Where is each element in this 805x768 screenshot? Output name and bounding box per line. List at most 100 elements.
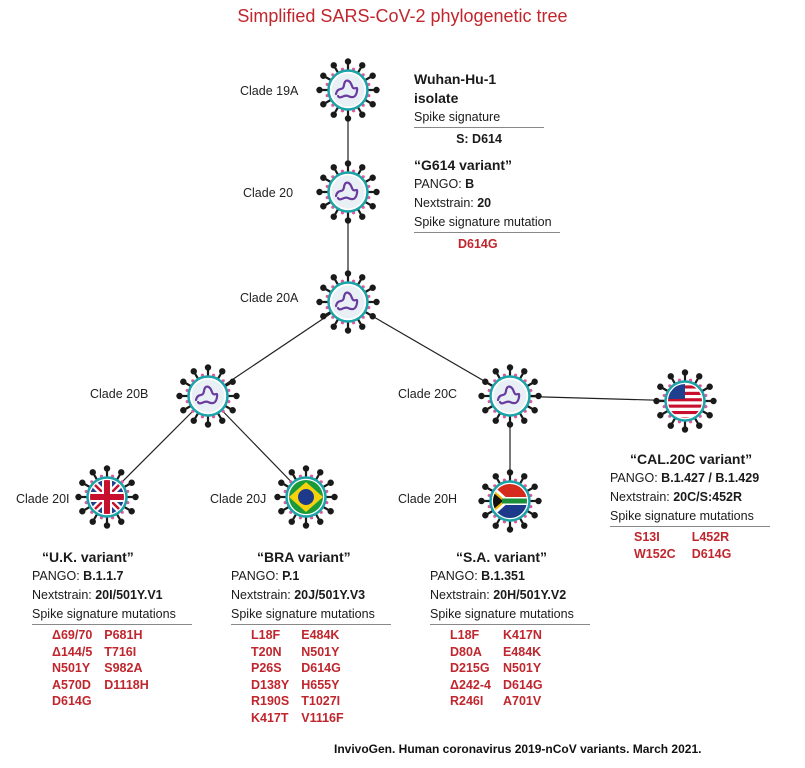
mutation-item: R190S: [251, 694, 290, 708]
mutation-item: W152C: [634, 546, 676, 561]
mutation-column-2: L452R D614G: [692, 529, 732, 562]
source-credit: InvivoGen. Human coronavirus 2019-nCoV v…: [334, 742, 702, 756]
mutation-item: K417N: [502, 628, 542, 642]
signature-label: Spike signature mutations: [231, 607, 375, 621]
mutation-item: S13I: [634, 530, 660, 544]
mutation-item: D215G: [450, 661, 490, 675]
mutation-column-2: E484K N501Y D614G H655Y T1027I V1116F: [301, 627, 343, 726]
mutation-list: S13I W152C L452R D614G: [610, 529, 770, 562]
variant-name: “S.A. variant”: [456, 549, 548, 565]
edge-20B-20J: [207, 395, 307, 498]
clade-label-20A: Clade 20A: [240, 291, 299, 305]
info-uk-variant: “U.K. variant” PANGO: B.1.1.7 Nextstrain…: [32, 548, 192, 710]
mutation-column-1: L18F T20N P26S D138Y R190S K417T: [251, 627, 289, 726]
mutation-item: D614G: [301, 661, 341, 675]
mutation-item: R246I: [450, 694, 484, 708]
signature-label: Spike signature mutations: [610, 509, 754, 523]
mutation-item: N501Y: [52, 661, 91, 675]
pango-row: PANGO: P.1: [231, 569, 300, 583]
nextstrain-row: Nextstrain: 20C/S:452R: [610, 490, 743, 504]
clade-label-19A: Clade 19A: [240, 84, 299, 98]
clade-label-20B: Clade 20B: [90, 387, 149, 401]
mutation-item: S982A: [104, 661, 143, 675]
signature-label: Spike signature mutation: [414, 215, 552, 229]
variant-name: Wuhan-Hu-1 isolate: [414, 71, 497, 106]
signature-label: Spike signature mutations: [430, 607, 574, 621]
nextstrain-row: Nextstrain: 20I/501Y.V1: [32, 588, 163, 602]
mutation-item: K417T: [251, 710, 289, 725]
mutation-item: D80A: [450, 644, 482, 659]
clade-label-20I: Clade 20I: [16, 492, 70, 506]
virus-node-19A-icon: [316, 58, 380, 122]
nextstrain-row: Nextstrain: 20H/501Y.V2: [430, 588, 567, 602]
pango-row: PANGO: B.1.1.7: [32, 569, 124, 583]
mutation-item: Δ144/5: [52, 644, 93, 659]
separator: [414, 127, 544, 128]
mutation-item: H655Y: [301, 677, 340, 692]
info-wuhan: Wuhan-Hu-1 isolate Spike signature S: D6…: [414, 70, 544, 149]
clade-label-20H: Clade 20H: [398, 492, 458, 506]
mutation-item: V1116F: [301, 710, 344, 725]
mutation-item: N501Y: [502, 661, 542, 675]
mutation-item: D1118H: [104, 677, 149, 692]
nextstrain-row: Nextstrain: 20: [414, 196, 492, 210]
mutation-item: T716I: [104, 644, 137, 659]
mutation-item: N501Y: [301, 644, 340, 659]
info-sa-variant: “S.A. variant” PANGO: B.1.351 Nextstrain…: [430, 548, 590, 710]
mutation-item: D614G: [52, 694, 92, 708]
mutation-item: Δ242-4: [450, 677, 491, 692]
mutation-column-1: S13I W152C: [634, 529, 676, 562]
info-g614: “G614 variant” PANGO: B Nextstrain: 20 S…: [414, 156, 560, 254]
virus-node-20C-icon: [478, 364, 542, 428]
virus-node-20H-south-africa-flag-icon: [478, 469, 542, 533]
separator: [430, 624, 590, 625]
variant-name: “G614 variant”: [414, 157, 513, 173]
mutation-item: P26S: [251, 661, 282, 675]
mutation-item: A570D: [52, 677, 91, 692]
pango-row: PANGO: B.1.427 / B.1.429: [610, 471, 760, 485]
mutation-item: A701V: [502, 694, 542, 708]
virus-node-20J-brazil-flag-icon: [274, 465, 338, 529]
mutation-item: P681H: [104, 628, 143, 642]
clade-label-20J: Clade 20J: [210, 492, 267, 506]
mutation-item: T20N: [251, 644, 282, 659]
virus-node-cal-usa-flag-icon: [653, 369, 717, 433]
separator: [231, 624, 391, 625]
virus-node-20I-uk-flag-icon: [75, 465, 139, 529]
mutation-item: L452R: [691, 530, 730, 544]
signature-label: Spike signature mutations: [32, 607, 176, 621]
mutation-column-2: P681H T716I S982A D1118H: [104, 627, 148, 710]
mutation-item: E484K: [502, 644, 542, 659]
info-cal-variant: “CAL.20C variant” PANGO: B.1.427 / B.1.4…: [610, 450, 770, 562]
separator: [32, 624, 192, 625]
pango-row: PANGO: B: [414, 177, 475, 191]
separator: [414, 232, 560, 233]
variant-name: “BRA variant”: [257, 549, 351, 565]
mutation-item: T1027I: [301, 694, 341, 708]
pango-row: PANGO: B.1.351: [430, 569, 525, 583]
mutation-item: Δ69/70: [52, 628, 93, 642]
mutation-list: L18F T20N P26S D138Y R190S K417T E484K N501Y D6…: [231, 627, 391, 726]
mutation-item: D614G: [691, 546, 732, 561]
clade-label-20C: Clade 20C: [398, 387, 458, 401]
virus-node-20B-icon: [176, 364, 240, 428]
info-bra-variant: “BRA variant” PANGO: P.1 Nextstrain: 20J…: [231, 548, 391, 726]
mutation-item: E484K: [301, 628, 340, 642]
variant-name: “U.K. variant”: [42, 549, 134, 565]
mutation-item: L18F: [450, 628, 480, 642]
mutation-item: D138Y: [251, 677, 290, 692]
clade-label-20: Clade 20: [243, 186, 294, 200]
signature-label: Spike signature: [414, 110, 501, 124]
mutation-item: L18F: [251, 628, 281, 642]
variant-name: “CAL.20C variant”: [630, 451, 753, 467]
separator: [610, 526, 770, 527]
virus-node-20-icon: [316, 160, 380, 224]
diagram-title: Simplified SARS-CoV-2 phylogenetic tree: [237, 6, 568, 26]
mutation-value: D614G: [458, 237, 498, 251]
mutation-item: D614G: [502, 677, 543, 692]
mutation-column-2: K417N E484K N501Y D614G A701V: [503, 627, 543, 710]
